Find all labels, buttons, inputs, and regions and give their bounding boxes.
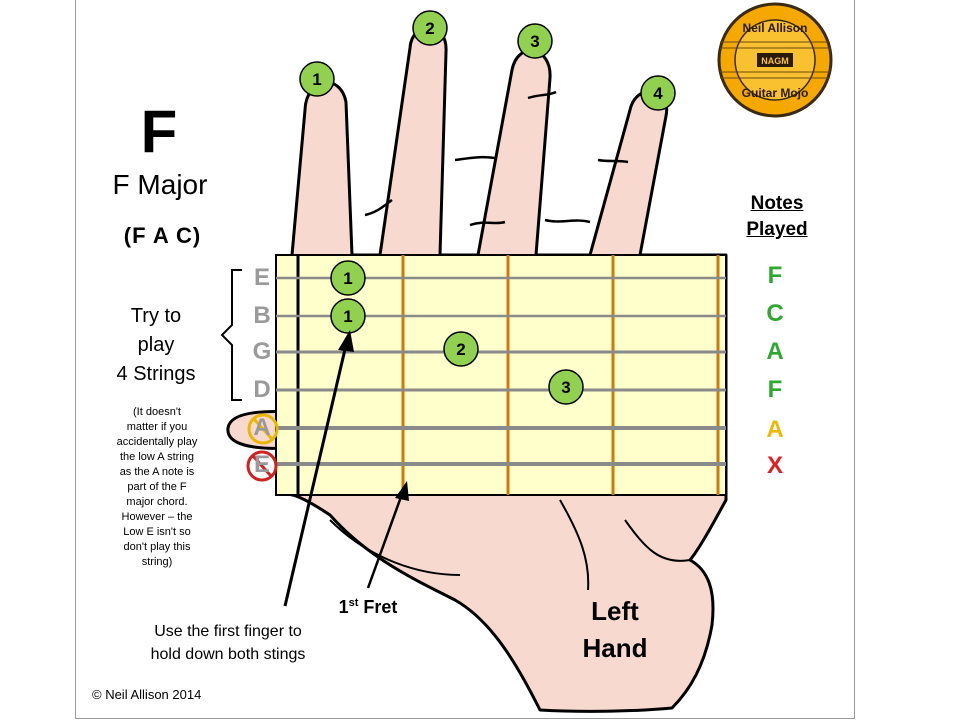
notes-played-heading: Notes Played	[746, 193, 808, 240]
optional-string-icon	[247, 413, 279, 445]
dot-b-string: 1	[343, 307, 352, 326]
finger-2-label: 2	[425, 19, 434, 38]
aside-note: (It doesn't matter if you accidentally p…	[116, 406, 198, 568]
fret-dots: 1 1 2 3	[330, 260, 584, 405]
chord-full-name: F Major	[112, 169, 208, 200]
string-letter-d: D	[253, 376, 271, 403]
logo-top: Neil Allison	[743, 21, 808, 35]
instruction-text: Use the first finger to hold down both s…	[150, 623, 306, 663]
instruction-arrow	[283, 330, 354, 607]
note-b: C	[766, 300, 784, 327]
chord-notes: (F A C)	[123, 223, 202, 248]
dot-e-string: 1	[343, 269, 352, 288]
note-e-high: F	[767, 262, 783, 289]
page-frame	[75, 0, 855, 719]
finger-1-label: 1	[312, 70, 321, 89]
dot-d-string: 3	[561, 378, 570, 397]
finger-circles: 1 2 3 4	[299, 10, 676, 111]
fret-label: 1st Fret	[338, 597, 398, 617]
string-letter-b: B	[253, 302, 271, 329]
dot-g-string: 2	[456, 340, 465, 359]
string-letter-g: G	[252, 338, 272, 365]
try-text: Try to play 4 Strings	[116, 305, 196, 385]
logo-icon: NAGM Neil Allison Guitar Mojo	[717, 2, 833, 118]
note-e-low: X	[766, 452, 783, 479]
hand-label: Left Hand	[582, 596, 648, 663]
finger-4-label: 4	[653, 84, 663, 103]
string-letter-e-high: E	[253, 264, 270, 291]
chord-name: F	[140, 98, 178, 165]
string-letter-e-low: E	[253, 451, 270, 478]
muted-string-icon	[246, 450, 278, 482]
string-letter-a: A	[253, 414, 271, 441]
finger-3-label: 3	[530, 32, 539, 51]
note-a: A	[766, 416, 784, 443]
fret-arrow	[366, 481, 409, 589]
note-g: A	[766, 338, 784, 365]
copyright: © Neil Allison 2014	[92, 687, 202, 702]
string-bracket	[220, 269, 242, 401]
logo-bottom: Guitar Mojo	[742, 86, 809, 100]
note-d: F	[767, 376, 783, 403]
logo-center: NAGM	[761, 56, 789, 66]
